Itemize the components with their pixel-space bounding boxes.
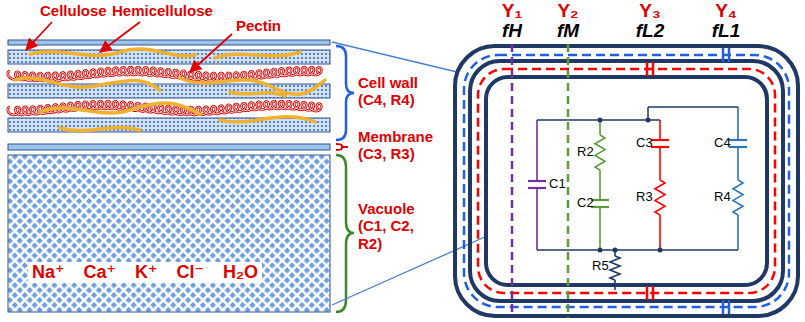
part-name: Hemicellulose	[112, 2, 213, 19]
hemicellulose-strands	[15, 49, 325, 131]
cell-wall-outline	[455, 46, 798, 316]
current-path-mid	[567, 44, 570, 318]
zoom-line	[332, 42, 457, 72]
current-path-low2	[647, 62, 653, 300]
leader-arrow	[26, 22, 52, 50]
membrane-branch	[651, 120, 669, 250]
part-name: Cellulose	[40, 2, 107, 19]
circuit-components	[528, 107, 747, 290]
resistor-symbol	[610, 250, 620, 290]
component-label: R4	[714, 190, 731, 205]
vacuole-outline	[486, 77, 767, 285]
current-path-low1	[723, 48, 729, 314]
current-path-high	[511, 44, 514, 318]
ion-list: Na⁺ Ca⁺ K⁺ Cl⁻ H₂O	[28, 262, 262, 283]
membrane-outline	[470, 61, 783, 301]
membrane-dashed	[478, 69, 775, 293]
leader-arrow	[190, 34, 232, 72]
component-label: R5	[592, 259, 609, 274]
admittance-label: Y₄	[715, 0, 737, 22]
frequency-label: fH	[502, 20, 522, 42]
pectin-coil-highlight	[8, 101, 322, 115]
pectin-coil	[8, 67, 322, 81]
junction-dots	[598, 118, 663, 253]
component-label: C1	[549, 177, 566, 192]
frequency-label: fL1	[712, 20, 741, 42]
part-name: Pectin	[236, 17, 281, 34]
admittance-label: Y₁	[502, 0, 523, 22]
resistor-capacitor-branch	[591, 120, 609, 250]
component-label: C2	[577, 196, 594, 211]
component-label: R3	[636, 190, 653, 205]
cell-wall-illustration	[8, 22, 330, 312]
cell-layers	[455, 46, 798, 316]
cellulose-fibre	[8, 118, 330, 132]
membrane-bracket	[336, 144, 348, 150]
pectin-coil	[8, 101, 322, 115]
cell-wall-branch	[729, 107, 747, 250]
component-label: R2	[577, 145, 594, 160]
pectin-strands	[8, 67, 322, 115]
circuit-wires	[537, 107, 738, 250]
frequency-label: fL2	[636, 20, 665, 42]
admittance-label: Y₂	[557, 0, 578, 22]
component-label: C3	[636, 136, 653, 151]
frequency-label: fM	[557, 20, 579, 42]
layer-label: Cell wall (C4, R4)	[358, 74, 438, 109]
cell-wall-bracket	[336, 46, 354, 140]
vacuole-region	[8, 155, 330, 312]
membrane-bar	[8, 144, 330, 150]
outer-surface-bar	[8, 40, 330, 45]
vacuole-bracket	[336, 155, 354, 312]
leader-arrow	[100, 22, 140, 52]
layer-label: Membrane (C3, R3)	[358, 128, 442, 163]
admittance-label: Y₃	[639, 0, 660, 22]
layer-label: Vacuole (C1, C2, R2)	[358, 200, 432, 252]
component-label: C4	[714, 136, 731, 151]
pectin-coil-highlight	[8, 67, 322, 81]
capacitor-branch	[528, 120, 546, 250]
